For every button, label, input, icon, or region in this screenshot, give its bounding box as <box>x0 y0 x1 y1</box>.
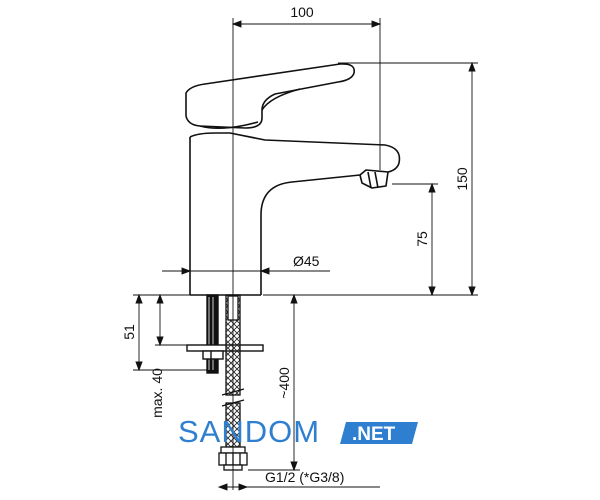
dimension-hose-400 <box>248 293 300 472</box>
dimension-shank-51 <box>133 293 207 372</box>
dimension-diameter-45 <box>162 267 330 275</box>
dimension-label-150: 150 <box>454 167 470 191</box>
dimension-height-150 <box>263 61 478 297</box>
watermark-logo: SANDOM .NET <box>178 414 418 449</box>
thread-label: G1/2 (*G3/8) <box>265 469 344 485</box>
dimension-max-40 <box>155 293 187 347</box>
faucet-body <box>189 132 401 296</box>
dimension-label-max-40: max. 40 <box>149 368 165 418</box>
watermark-tld: .NET <box>352 424 396 445</box>
dimension-label-75: 75 <box>414 231 430 247</box>
dimension-label-diameter-45: Ø45 <box>293 253 320 269</box>
thread-callout-line <box>217 483 380 491</box>
dimension-label-51: 51 <box>121 324 137 340</box>
dimension-spout-75 <box>392 182 438 297</box>
dimension-width-100 <box>231 18 382 170</box>
faucet-lever-handle <box>185 63 356 130</box>
dimension-label-400: ~400 <box>276 367 292 399</box>
watermark-tag-background <box>340 422 418 444</box>
dimension-label-100: 100 <box>290 4 314 20</box>
mounting-hardware <box>186 294 264 374</box>
watermark-brand: SANDOM <box>178 414 320 449</box>
